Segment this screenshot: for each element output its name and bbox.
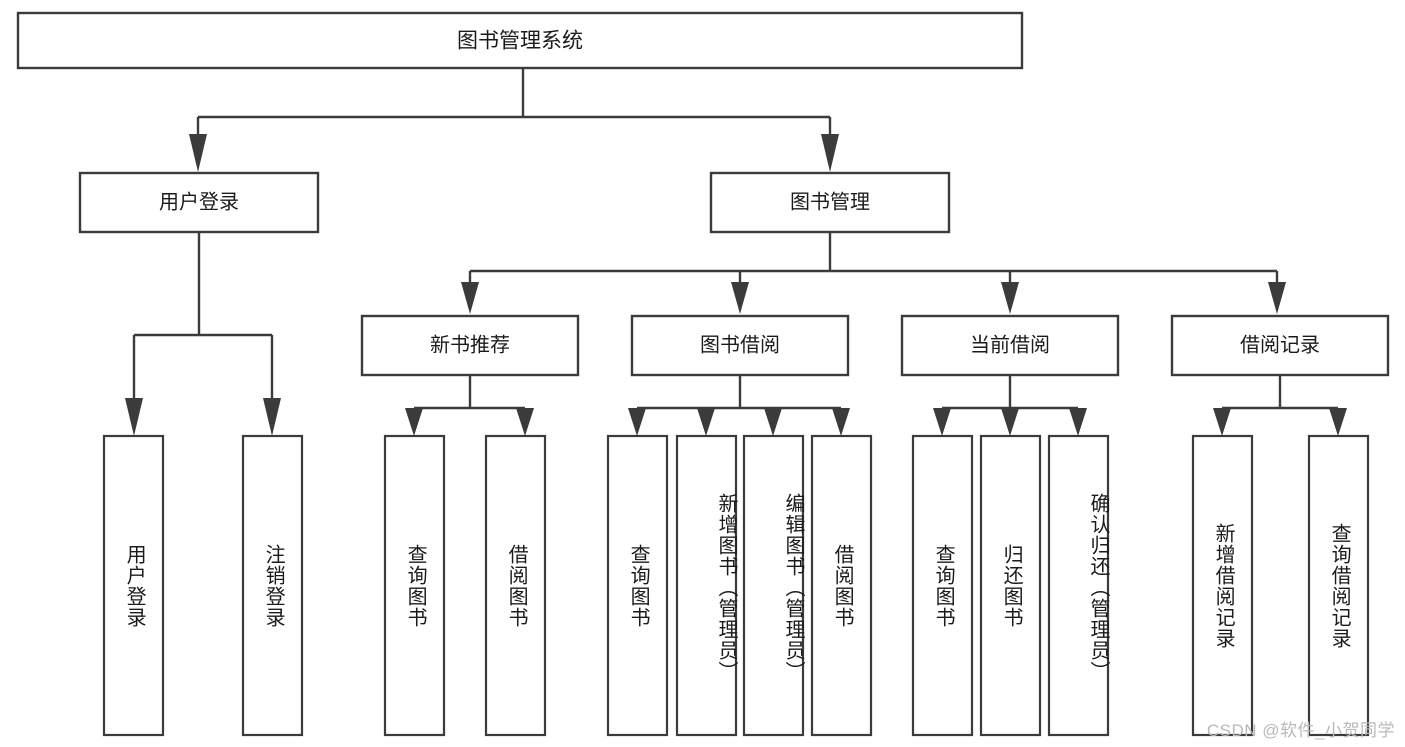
leaf-borrow-2-rect[interactable]: [742, 434, 805, 737]
node-current-borrow[interactable]: 当前借阅: [900, 314, 1120, 377]
node-book-borrow[interactable]: 图书借阅: [630, 314, 850, 377]
leaf-current-2-rect[interactable]: [1047, 434, 1110, 737]
node-new-book-recommend-rect: [360, 314, 580, 377]
arrow-current-2: [1069, 408, 1087, 436]
arrow-borrow-0: [628, 408, 646, 436]
node-user-login[interactable]: 用户登录: [78, 171, 320, 234]
arrow-recommend-1: [516, 408, 534, 436]
leaf-current-1-rect[interactable]: [979, 434, 1042, 737]
node-root-rect: [16, 11, 1024, 70]
leaf-user-login-1-rect[interactable]: [241, 434, 304, 737]
node-book-manage[interactable]: 图书管理: [709, 171, 951, 234]
arrow-record-0: [1213, 408, 1231, 436]
leaf-user-login-0-rect[interactable]: [102, 434, 165, 737]
node-borrow-record[interactable]: 借阅记录: [1170, 314, 1390, 377]
arrow-borrow-3: [832, 408, 850, 436]
arrow-borrow-2: [764, 408, 782, 436]
arrow-borrow-1: [697, 408, 715, 436]
node-current-borrow-label: 当前借阅: [970, 333, 1050, 356]
leaf-current-0-rect[interactable]: [911, 434, 974, 737]
arrow-level2-1: [731, 282, 749, 314]
node-new-book-recommend[interactable]: 新书推荐: [360, 314, 580, 377]
node-new-book-recommend-label: 新书推荐: [430, 333, 510, 356]
arrow-record-1: [1329, 408, 1347, 436]
leaf-record-1-rect[interactable]: [1307, 434, 1370, 737]
leaf-record-0-rect[interactable]: [1191, 434, 1254, 737]
arrow-recommend-0: [405, 408, 423, 436]
node-user-login-label: 用户登录: [159, 190, 239, 213]
node-book-manage-label: 图书管理: [790, 190, 870, 213]
leaf-recommend-1-rect[interactable]: [484, 434, 547, 737]
node-borrow-record-label: 借阅记录: [1240, 333, 1320, 356]
node-root[interactable]: 图书管理系统: [16, 11, 1024, 70]
arrow-level2-3: [1268, 282, 1286, 314]
arrow-current-0: [933, 408, 951, 436]
arrow-current-1: [1001, 408, 1019, 436]
leaf-borrow-1-rect[interactable]: [675, 434, 738, 737]
arrow-level2-2: [1001, 282, 1019, 314]
watermark-text: CSDN @软件_小贺同学: [1206, 721, 1395, 740]
leaf-borrow-0-rect[interactable]: [606, 434, 669, 737]
node-root-label: 图书管理系统: [457, 30, 583, 53]
node-book-borrow-label: 图书借阅: [700, 333, 780, 356]
node-borrow-record-rect: [1170, 314, 1390, 377]
node-book-borrow-rect: [630, 314, 850, 377]
node-book-manage-rect: [709, 171, 951, 234]
arrow-userlogin-0: [125, 398, 143, 436]
arrow-level1-0: [189, 134, 207, 172]
leaf-borrow-3-rect[interactable]: [810, 434, 873, 737]
leaf-recommend-0-rect[interactable]: [383, 434, 446, 737]
arrow-userlogin-1: [263, 398, 281, 436]
arrow-level1-1: [821, 134, 839, 172]
node-current-borrow-rect: [900, 314, 1120, 377]
arrow-level2-0: [461, 282, 479, 314]
